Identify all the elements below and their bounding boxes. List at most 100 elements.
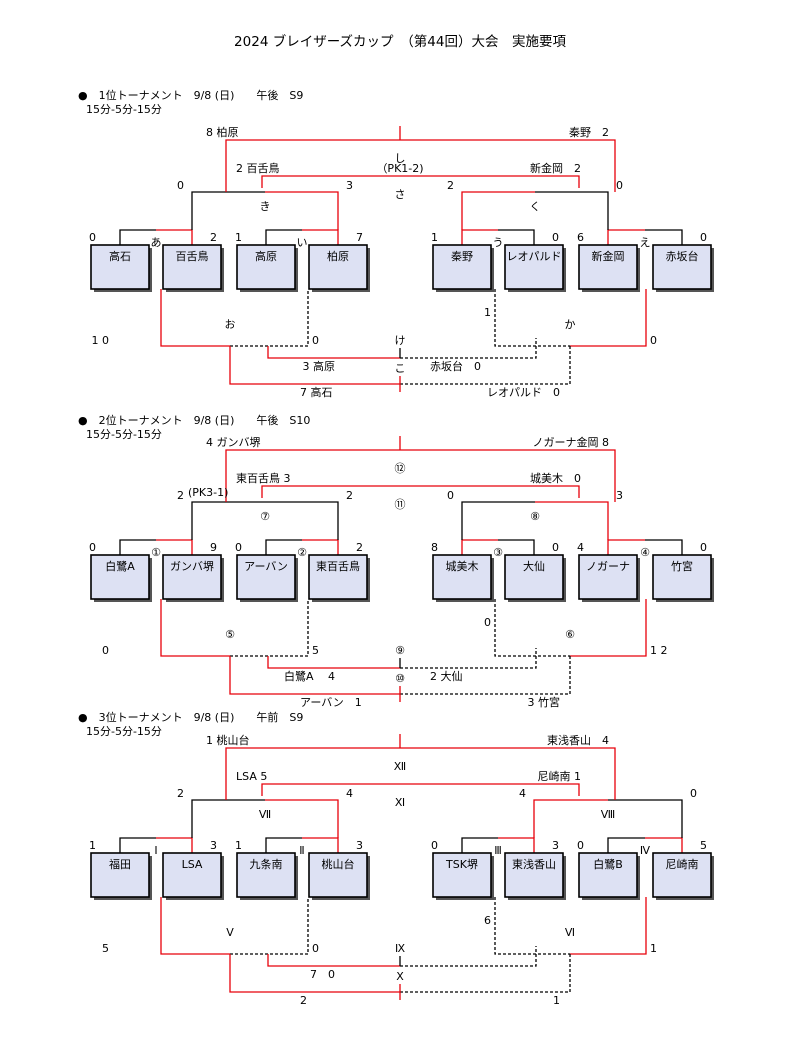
loser-bottom-game: ⑩ [395, 672, 405, 685]
final-line-right [400, 747, 616, 800]
r2-line-right [265, 501, 339, 540]
section-3-format: 15分-5分-15分 [86, 725, 162, 738]
r2-score: 3 [616, 489, 623, 502]
team-name: 高石 [109, 249, 131, 263]
r1-game-label: Ⅲ [494, 844, 502, 857]
r2-line-right [265, 799, 339, 838]
r2-game-label: Ⅷ [601, 808, 616, 821]
team-box [162, 244, 222, 290]
r1-line-left [119, 229, 156, 245]
r1-score: 0 [552, 541, 559, 554]
final-right-label: ノガーナ金岡 8 [533, 435, 610, 449]
section-3-header: ● 3位トーナメント 9/8 (日) 午前 S9 15分-5分-15分 [78, 709, 338, 738]
team-name: 白鷺B [593, 857, 623, 871]
r1-game-label: ④ [640, 546, 650, 559]
r2-score: 0 [616, 179, 623, 192]
loser-bottom-right [400, 954, 571, 993]
team-box [90, 554, 150, 600]
team-box [236, 244, 296, 290]
section-2-header: ● 2位トーナメント 9/8 (日) 午後 S10 15分-5分-15分 [78, 412, 338, 441]
loser-score: 0 [484, 616, 491, 629]
team-box [308, 554, 368, 600]
section-2-format: 15分-5分-15分 [86, 428, 162, 441]
semi-right-label: 城美木 0 [530, 472, 581, 485]
loser-line-right-a [494, 897, 570, 955]
final-left-label: 1 桃山台 [206, 733, 250, 747]
r1-score: 4 [577, 541, 584, 554]
r2-score: 2 [447, 179, 454, 192]
team-name: 百舌鳥 [176, 249, 209, 263]
semi-right-label: 尼崎南 1 [538, 769, 582, 783]
r1-game-label: ① [151, 546, 161, 559]
section-1-format: 15分-5分-15分 [86, 103, 162, 116]
r1-game-label: Ⅱ [299, 844, 304, 857]
loser-final-game: Ⅸ [395, 942, 405, 955]
team-name: 城美木 [446, 560, 479, 573]
r2-line-right [535, 191, 609, 230]
loser-bottom-right [400, 346, 571, 385]
team-box [308, 244, 368, 290]
loser-bottom-right [400, 656, 571, 695]
r2-game-label: き [260, 200, 271, 213]
r1-game-label: う [493, 236, 504, 249]
team-box [504, 852, 564, 898]
team-box [432, 244, 492, 290]
r1-game-label: Ⅳ [640, 844, 651, 857]
r1-score: 0 [431, 839, 438, 852]
loser-game-label: Ⅵ [565, 926, 575, 939]
r1-line-right [645, 837, 683, 853]
r2-score: 2 [346, 489, 353, 502]
r1-game-label: い [297, 236, 308, 249]
loser-line-left-a [160, 599, 230, 657]
team-name: レオパルド [507, 250, 562, 263]
loser-final-left-label: 白鷺A 4 [284, 669, 335, 683]
r1-game-label: あ [151, 236, 162, 249]
team-box [578, 244, 638, 290]
r1-line-left [119, 539, 156, 555]
r2-line-left [191, 191, 265, 230]
team-box [504, 554, 564, 600]
loser-final-right-label: 赤坂台 0 [430, 359, 481, 373]
r2-score: 2 [177, 787, 184, 800]
team-name: 竹宮 [671, 559, 693, 573]
r1-score: 1 [89, 839, 96, 852]
final-right-label: 東浅香山 4 [547, 734, 609, 747]
semi-game-label: ⑪ [395, 498, 406, 511]
loser-bottom-left-label: アーバン 1 [300, 696, 362, 709]
r2-line-left [191, 799, 265, 838]
semi-line-right [400, 783, 580, 796]
team-box [432, 554, 492, 600]
r1-line-right [645, 229, 683, 245]
team-box [652, 554, 712, 600]
section-3-title: ● 3位トーナメント 9/8 (日) 午前 S9 [78, 711, 304, 724]
r1-game-label: え [640, 236, 651, 249]
semi-game-label: さ [395, 188, 406, 201]
team-name: 福田 [109, 857, 131, 871]
final-right-label: 秦野 2 [569, 125, 609, 139]
r1-score: 3 [210, 839, 217, 852]
loser-line-right-b [570, 897, 647, 955]
r1-score: 0 [89, 541, 96, 554]
r2-line-left [191, 501, 265, 540]
r2-line-left [533, 799, 608, 838]
r1-score: 5 [700, 839, 707, 852]
semi-right-label: 新金岡 2 [530, 161, 581, 175]
team-name: 高原 [255, 249, 277, 263]
r1-line-left [119, 837, 156, 853]
r2-game-label: ⑦ [260, 510, 270, 523]
loser-bottom-left-label: 2 [300, 994, 307, 1007]
loser-game-label: Ⅴ [226, 926, 234, 939]
loser-score: 1 [484, 306, 491, 319]
r1-line-right [645, 539, 683, 555]
loser-score: 1 0 [92, 334, 110, 347]
r1-line-right [498, 837, 535, 853]
loser-bottom-left [229, 954, 400, 993]
r1-score: 6 [577, 231, 584, 244]
loser-line-left-a [160, 897, 230, 955]
r1-score: 0 [552, 231, 559, 244]
semi-left-label: 2 百舌鳥 [236, 161, 280, 175]
final-game-label: Ⅻ [394, 760, 406, 773]
loser-line-right-b [570, 599, 647, 657]
loser-bottom-left [229, 346, 400, 385]
